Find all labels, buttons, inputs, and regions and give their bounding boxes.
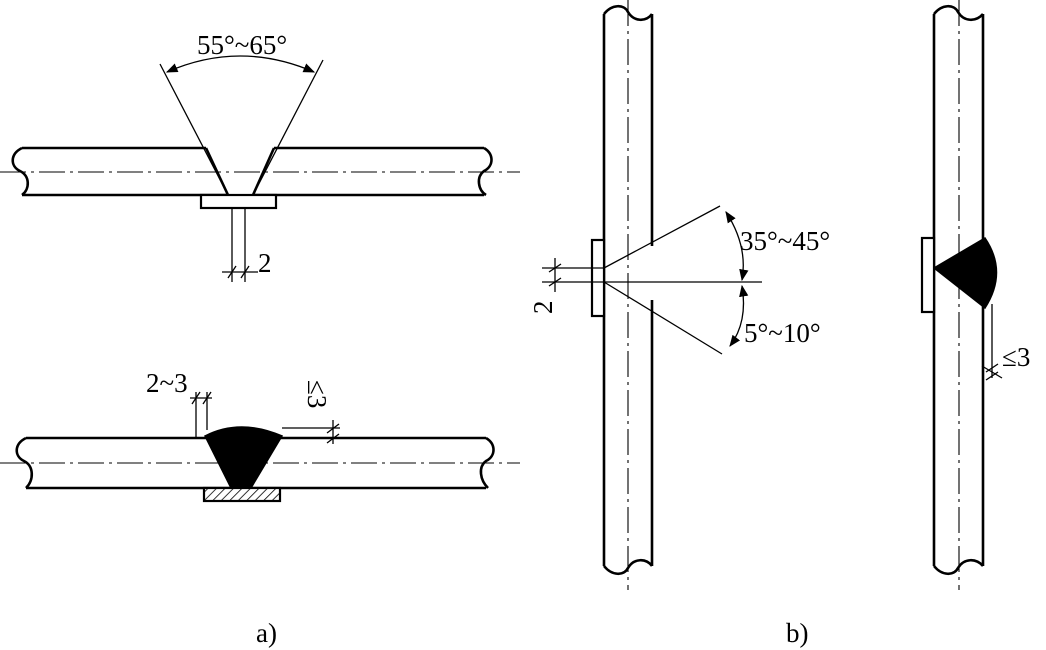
fig-a-gap-label: 2 [258,248,272,278]
fig-a-bottom-joint: 2~3 ≤3 [0,368,520,503]
fig-a-overlap-label: ≤3 [302,380,332,408]
fig-b-weld-bead [932,236,998,310]
weld-bead [203,426,284,489]
fig-a-angle-label: 55°~65° [197,30,287,60]
fig-b-backing-plate [590,238,606,318]
fig-b-upper-angle-label: 35°~45° [740,226,830,256]
fig-b-right-joint: ≤3 [920,0,1030,590]
fig-b-left-joint: 35°~45° 5°~10° 2 [528,0,830,590]
hatched-backing-strip [202,486,282,503]
fig-b-gap-label: 2 [528,301,558,315]
fig-a-reinforce-label: 2~3 [146,368,188,398]
fig-a-top-joint: 55°~65° 2 [0,30,520,282]
fig-b-lower-angle-label: 5°~10° [744,318,821,348]
backing-strip [199,193,278,210]
fig-b-caption: b) [786,618,809,648]
fig-a-caption: a) [256,618,277,648]
fig-b-overlap-label: ≤3 [1002,342,1030,372]
fig-b-right-backing-plate [920,236,936,314]
